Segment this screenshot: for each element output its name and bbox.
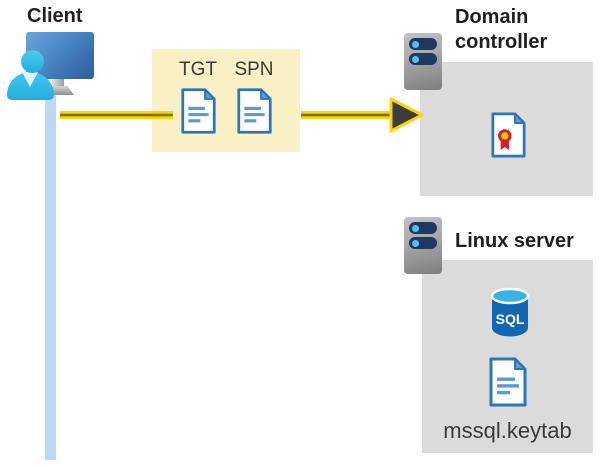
keytab-document-icon bbox=[488, 357, 528, 407]
certificate-icon bbox=[490, 112, 527, 158]
server-led bbox=[412, 40, 419, 48]
domain-controller-server-icon bbox=[404, 33, 442, 90]
linux-server-label: Linux server bbox=[455, 230, 574, 252]
domain-controller-label: Domain controller bbox=[455, 6, 548, 53]
user-head bbox=[21, 50, 44, 73]
server-led bbox=[412, 239, 419, 247]
tgt-document-icon bbox=[180, 87, 217, 135]
sql-badge-text: SQL bbox=[496, 311, 525, 327]
tgt-label: TGT bbox=[179, 59, 217, 80]
keytab-filename: mssql.keytab bbox=[443, 418, 572, 443]
server-led bbox=[412, 224, 419, 232]
client-label: Client bbox=[27, 5, 83, 27]
sql-database-icon: SQL bbox=[489, 286, 531, 338]
user-collar bbox=[22, 72, 38, 87]
ticket-highlight-box bbox=[152, 49, 300, 152]
server-led bbox=[412, 55, 419, 63]
linux-server-icon bbox=[404, 217, 442, 274]
monitor-stand-neck bbox=[52, 78, 64, 87]
client-timeline-line bbox=[45, 92, 56, 460]
monitor-stand-base bbox=[42, 86, 74, 95]
spn-document-icon bbox=[236, 87, 273, 135]
spn-label: SPN bbox=[234, 59, 274, 80]
